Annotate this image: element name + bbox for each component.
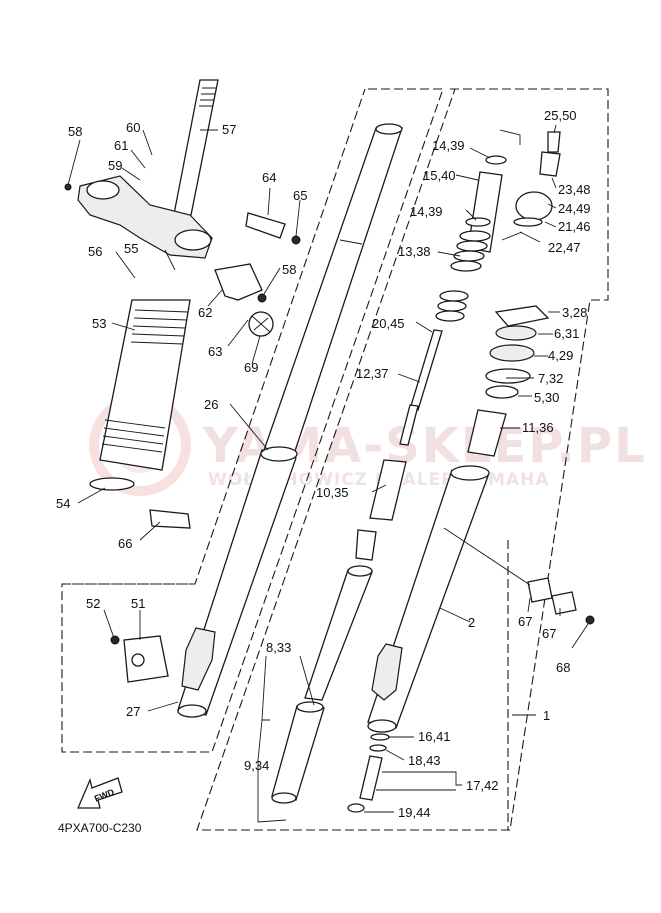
label-10-35: 10,35: [316, 485, 349, 500]
damper-rod: [355, 329, 443, 561]
left-fork-outer: [177, 123, 403, 718]
label-57: 57: [222, 122, 236, 137]
label-14-39-top: 14,39: [432, 138, 465, 153]
label-62: 62: [198, 305, 212, 320]
label-8-33: 8,33: [266, 640, 291, 655]
label-15-40: 15,40: [423, 168, 456, 183]
label-2: 2: [468, 615, 475, 630]
label-58-right: 58: [282, 262, 296, 277]
label-64: 64: [262, 170, 276, 185]
caliper-bracket: [110, 635, 169, 683]
base-valve: [347, 733, 390, 813]
label-4-29: 4,29: [548, 348, 573, 363]
label-66: 66: [118, 536, 132, 551]
label-63: 63: [208, 344, 222, 359]
label-61: 61: [114, 138, 128, 153]
label-19-44: 19,44: [398, 805, 431, 820]
inner-tube-center: [271, 565, 373, 804]
label-9-34: 9,34: [244, 758, 269, 773]
label-65: 65: [293, 188, 307, 203]
label-16-41: 16,41: [418, 729, 451, 744]
label-25-50: 25,50: [544, 108, 577, 123]
fork-seals: [467, 305, 550, 457]
label-12-37: 12,37: [356, 366, 389, 381]
label-27: 27: [126, 704, 140, 719]
label-60: 60: [126, 120, 140, 135]
label-23-48: 23,48: [558, 182, 591, 197]
cap-bolt: [513, 131, 561, 227]
fork-boot: [89, 299, 191, 491]
label-11-36: 11,36: [522, 420, 554, 435]
label-26: 26: [204, 397, 218, 412]
label-55: 55: [124, 241, 138, 256]
diagram-code: 4PXA700-C230: [58, 821, 142, 835]
fork-spring: [435, 155, 507, 322]
label-14-39-lower: 14,39: [410, 204, 443, 219]
label-56: 56: [88, 244, 102, 259]
label-58-left: 58: [68, 124, 82, 139]
label-67-left: 67: [518, 614, 532, 629]
label-7-32: 7,32: [538, 371, 563, 386]
label-24-49: 24,49: [558, 201, 591, 216]
label-3-28: 3,28: [562, 305, 587, 320]
label-1: 1: [543, 708, 550, 723]
small-brackets: [214, 212, 301, 337]
label-21-46: 21,46: [558, 219, 591, 234]
clamps: [527, 577, 595, 625]
label-13-38: 13,38: [398, 244, 431, 259]
label-68: 68: [556, 660, 570, 675]
label-18-43: 18,43: [408, 753, 441, 768]
label-52: 52: [86, 596, 100, 611]
label-17-42: 17,42: [466, 778, 499, 793]
label-51: 51: [131, 596, 145, 611]
label-69: 69: [244, 360, 258, 375]
label-6-31: 6,31: [554, 326, 579, 341]
label-59: 59: [108, 158, 122, 173]
label-53: 53: [92, 316, 106, 331]
label-20-45: 20,45: [372, 316, 405, 331]
label-5-30: 5,30: [534, 390, 559, 405]
group-outlines: [61, 88, 609, 831]
part-labels: 1 2 3,28 4,29 5,30 6,31 7,32 8,33 9,34 1…: [56, 108, 591, 820]
fwd-arrow-icon: FWD: [77, 777, 123, 809]
boot-band: [149, 509, 191, 529]
label-67-right: 67: [542, 626, 556, 641]
leader-lines: [67, 124, 589, 823]
label-22-47: 22,47: [548, 240, 581, 255]
under-bracket: [64, 175, 213, 259]
right-fork-outer: [367, 465, 490, 733]
label-54: 54: [56, 496, 70, 511]
